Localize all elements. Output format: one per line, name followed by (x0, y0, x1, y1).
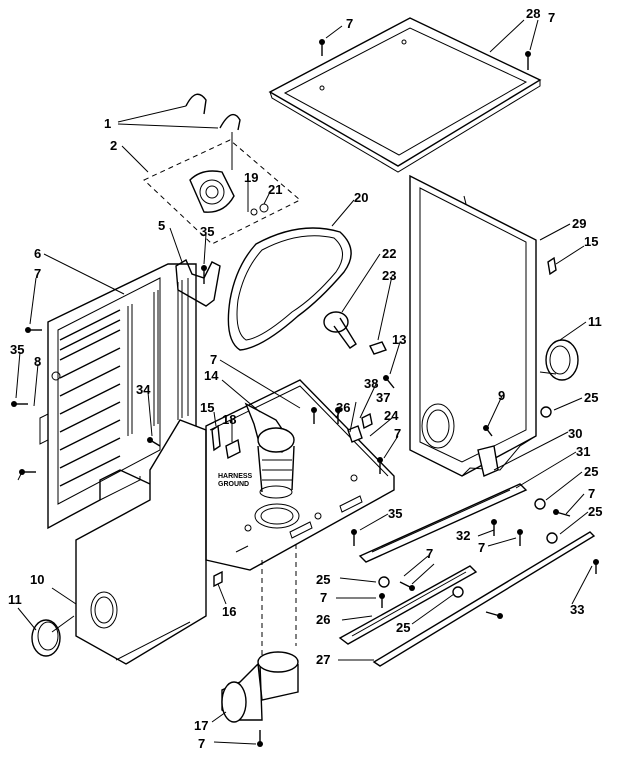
callout-label: 15 (584, 234, 598, 249)
callout-label: 16 (222, 604, 236, 619)
hardware (211, 256, 558, 598)
callout-label: 35 (10, 342, 24, 357)
callout-label: 32 (456, 528, 470, 543)
callout-label: 19 (244, 170, 258, 185)
callout-label: 34 (136, 382, 151, 397)
exhaust-elbow (221, 544, 299, 723)
callout-label: 25 (396, 620, 410, 635)
callout-label: 1 (104, 116, 111, 131)
callout-label: 7 (394, 426, 401, 441)
callout-label: 21 (268, 182, 282, 197)
blower-assembly (143, 93, 301, 245)
rear-panel (39, 263, 197, 530)
top-panel (268, 17, 542, 173)
front-rails (338, 483, 596, 667)
callout-label: 25 (584, 464, 598, 479)
callout-label: 25 (584, 390, 598, 405)
exhaust-cover-left (31, 619, 61, 657)
screws (11, 39, 599, 747)
callout-label: 7 (198, 736, 205, 751)
callout-label: 26 (316, 612, 330, 627)
belt (227, 227, 352, 351)
callout-label: 7 (548, 10, 555, 25)
callout-label: 7 (426, 546, 433, 561)
leader-lines (15, 19, 593, 745)
callout-label: 10 (30, 572, 44, 587)
callout-label: 38 (364, 376, 378, 391)
callout-label: 35 (200, 224, 214, 239)
callout-label: 9 (498, 388, 505, 403)
callout-label: 7 (588, 486, 595, 501)
callout-label: 33 (570, 602, 584, 617)
callout-label: 25 (316, 572, 330, 587)
callout-label: 29 (572, 216, 586, 231)
exhaust-cover-right (545, 339, 579, 381)
callout-label: 7 (34, 266, 41, 281)
callout-label: 8 (34, 354, 41, 369)
callout-label: 27 (316, 652, 330, 667)
harness-label: HARNESS (218, 473, 253, 480)
harness-ground-label: HARNESS GROUND (218, 473, 253, 488)
callout-label: 31 (576, 444, 590, 459)
ground-label: GROUND (218, 481, 249, 488)
bracket (175, 258, 221, 334)
callout-label: 36 (336, 400, 350, 415)
callout-label: 15 (200, 400, 214, 415)
callout-label: 13 (392, 332, 406, 347)
exhaust-duct (244, 402, 295, 499)
callout-label: 7 (346, 16, 353, 31)
callout-label: 35 (388, 506, 402, 521)
callout-label: 5 (158, 218, 165, 233)
callout-label: 25 (588, 504, 602, 519)
callout-label: 7 (320, 590, 327, 605)
base-pan (205, 379, 395, 571)
rear-panel-louvers (59, 309, 121, 487)
callout-label: 24 (384, 408, 399, 423)
callout-labels: 7 28 7 1 2 19 21 20 5 35 6 22 23 29 15 1… (8, 6, 602, 751)
callout-label: 20 (354, 190, 368, 205)
callout-label: 11 (8, 592, 22, 607)
callout-label: 37 (376, 390, 390, 405)
callout-label: 30 (568, 426, 582, 441)
callout-label: 22 (382, 246, 396, 261)
callout-label: 14 (204, 368, 219, 383)
callout-label: 11 (588, 314, 602, 329)
idler (323, 311, 387, 355)
front-left-panel (75, 419, 207, 665)
callout-label: 23 (382, 268, 396, 283)
callout-label: 18 (222, 412, 236, 427)
callout-label: 6 (34, 246, 41, 261)
callout-label: 7 (210, 352, 217, 367)
callout-label: 28 (526, 6, 540, 21)
right-side-panel (409, 174, 537, 477)
callout-label: 17 (194, 718, 208, 733)
callout-label: 7 (478, 540, 485, 555)
callout-label: 2 (110, 138, 117, 153)
